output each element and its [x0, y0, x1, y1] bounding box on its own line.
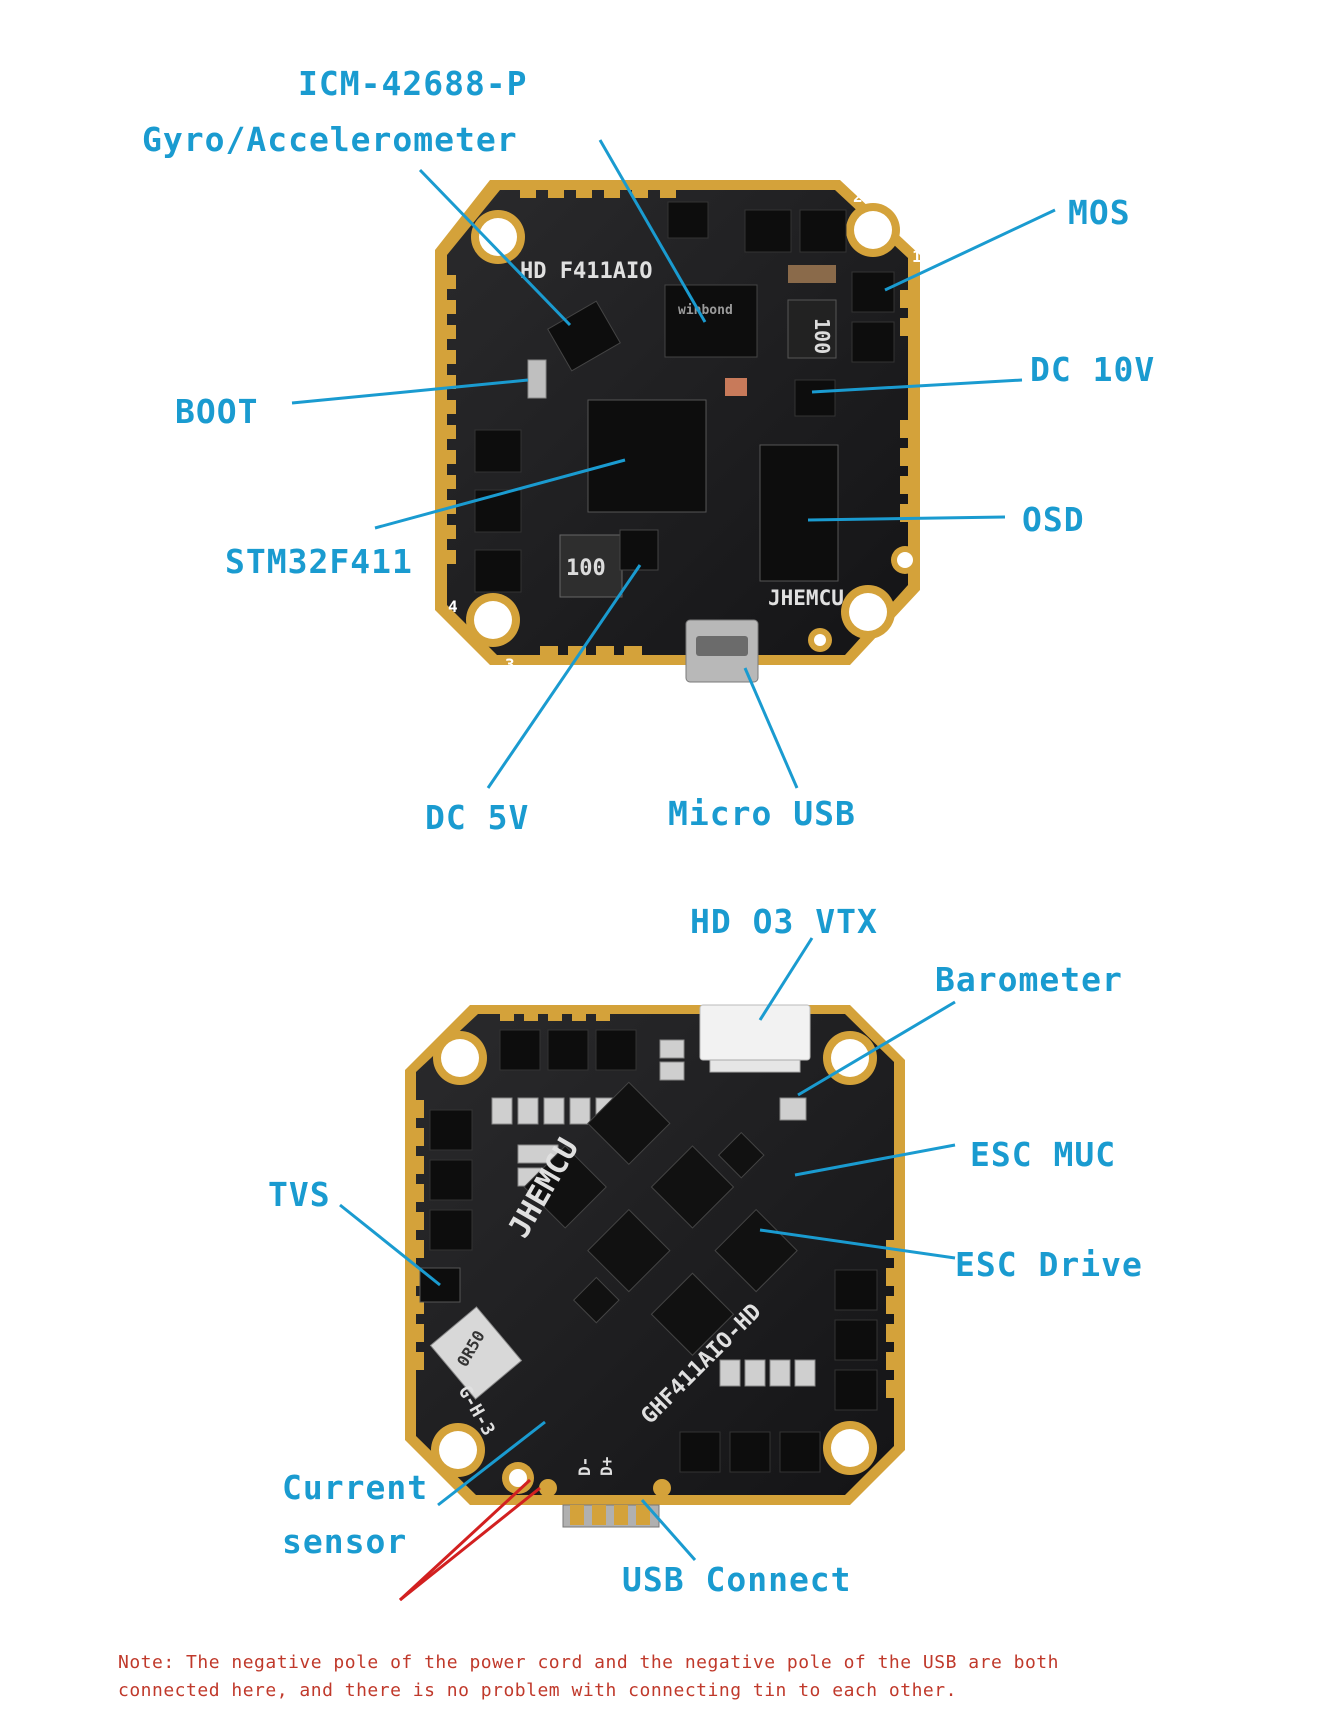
osd-label: OSD	[1022, 500, 1085, 539]
leader-boot	[291, 378, 529, 405]
corner-1-mark: 1	[912, 247, 922, 266]
mos-label: MOS	[1068, 193, 1131, 232]
hd-o3-vtx-label: HD O3 VTX	[690, 902, 878, 941]
leader-gyro	[418, 168, 572, 327]
bottom-edge-pads	[408, 1007, 902, 1398]
current-label: Current	[282, 1468, 429, 1507]
dplus-text: D+	[597, 1456, 616, 1476]
leader-usb-connect	[640, 1499, 697, 1561]
stm32f411-label: STM32F411	[225, 542, 413, 581]
micro-usb-label: Micro USB	[668, 794, 856, 833]
top-edge-pads	[438, 182, 916, 660]
top-inductor-100: 100	[566, 556, 606, 581]
leader-osd	[807, 515, 1006, 522]
top-silkscreen: HD F411AIO JHEMCU 100 100 winbond 2 1 4 …	[448, 187, 922, 674]
top-inductor-100-vertical: 100	[810, 318, 834, 354]
icm-42688-label: ICM-42688-P	[298, 64, 528, 103]
leader-tvs	[339, 1203, 441, 1287]
note-line-2: connected here, and there is no problem …	[118, 1680, 957, 1701]
dc-5v-label: DC 5V	[425, 798, 530, 837]
leader-barometer	[797, 1000, 956, 1097]
bottom-components	[419, 1004, 878, 1528]
sensor-label: sensor	[282, 1522, 408, 1561]
top-leader-lines	[291, 139, 1056, 789]
bottom-leader-lines	[339, 937, 956, 1561]
leader-esc-drive	[759, 1228, 956, 1260]
dc-10v-label: DC 10V	[1030, 350, 1156, 389]
leader-current	[437, 1420, 546, 1507]
leader-icm	[598, 139, 707, 323]
top-brand-text: JHEMCU	[768, 586, 844, 610]
corner-4-mark: 4	[448, 597, 458, 616]
usb-connect-label: USB Connect	[622, 1560, 852, 1599]
flash-brand-text: winbond	[678, 303, 733, 318]
bottom-board: JHEMCU GHF411AIO-HD 0R50 G-H-3 D+ D-	[405, 1004, 905, 1528]
barometer-label: Barometer	[935, 960, 1123, 999]
leader-dc10v	[811, 378, 1023, 394]
top-mount-holes	[466, 203, 919, 652]
top-model-text: HD F411AIO	[520, 259, 652, 284]
leader-mos	[884, 208, 1056, 292]
leader-usb	[743, 667, 799, 789]
boot-label: BOOT	[175, 392, 259, 431]
esc-muc-label: ESC MUC	[970, 1135, 1117, 1174]
top-components	[474, 201, 895, 683]
corner-3-mark: 3	[505, 655, 515, 674]
esc-drive-label: ESC Drive	[955, 1245, 1143, 1284]
leader-dc5v	[486, 564, 642, 789]
bottom-mount-holes	[431, 1031, 877, 1497]
leader-stm	[374, 458, 626, 530]
gyro-accelerometer-label: Gyro/Accelerometer	[142, 120, 518, 159]
corner-2-mark: 2	[853, 187, 863, 206]
red-arrow-lines	[398, 1478, 541, 1602]
dminus-text: D-	[575, 1457, 594, 1476]
top-flight-controller-board: HD F411AIO JHEMCU 100 100 winbond 2 1 4 …	[435, 180, 922, 683]
leader-esc-muc	[794, 1143, 956, 1177]
tvs-label: TVS	[268, 1175, 331, 1214]
leader-vtx	[758, 937, 814, 1021]
note-line-1: Note: The negative pole of the power cor…	[118, 1652, 1059, 1673]
